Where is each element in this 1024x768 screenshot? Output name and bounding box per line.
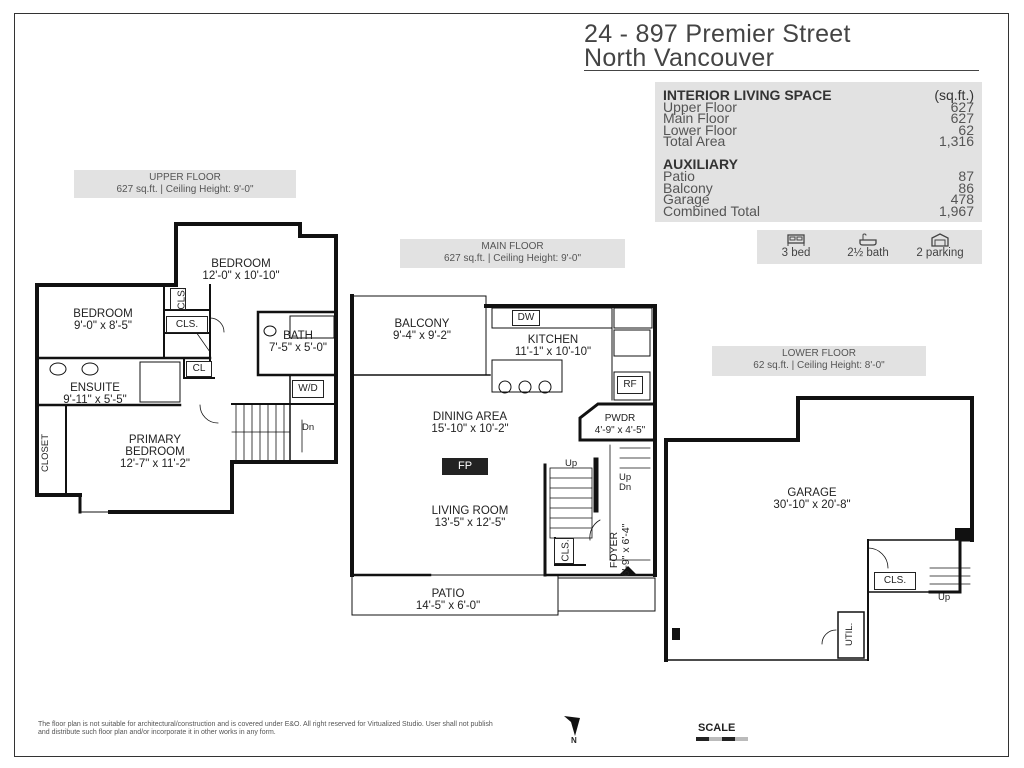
upper-floor-plan: [35, 222, 338, 514]
stairs-up-main-2: Up: [619, 472, 632, 483]
address-line-2: North Vancouver: [584, 44, 775, 72]
utility-room: UTIL.: [844, 622, 855, 646]
fireplace: FP: [442, 458, 488, 475]
stairs-up-main: Up: [565, 458, 578, 469]
disclaimer-text: The floor plan is not suitable for archi…: [38, 721, 493, 736]
closet-lower: CLS.: [874, 572, 916, 590]
address-line-1: 24 - 897 Premier Street: [584, 20, 851, 48]
interior-heading: INTERIOR LIVING SPACE (sq.ft.): [663, 87, 974, 103]
stairs-down-main: Dn: [619, 482, 632, 493]
lower-floor-plan: [664, 396, 974, 662]
north-arrow-icon: [564, 716, 580, 736]
washer-dryer: W/D: [292, 380, 324, 398]
bed-icon: [787, 234, 805, 246]
closet-upper-2: CLS.: [166, 316, 208, 333]
garage-icon: [931, 233, 949, 247]
closet-upper-1: CLS.: [170, 287, 188, 310]
header-divider: [584, 70, 979, 71]
area-summary-panel: INTERIOR LIVING SPACE (sq.ft.) Upper Flo…: [655, 82, 982, 222]
feature-beds: 3 bed: [761, 230, 831, 264]
page-frame: [14, 13, 1009, 757]
features-panel: 3 bed 2½ bath 2 parking: [757, 230, 982, 264]
closet-primary: CLOSET: [40, 433, 51, 472]
feature-baths: 2½ bath: [833, 230, 903, 264]
feature-parking: 2 parking: [905, 230, 975, 264]
dishwasher: DW: [512, 310, 540, 326]
north-label: N: [571, 736, 577, 745]
scale-bar: [696, 737, 748, 741]
closet-upper-3: CL: [186, 361, 212, 377]
bathtub-icon: [859, 233, 877, 246]
closet-main: CLS.: [554, 538, 574, 564]
refrigerator: RF: [617, 376, 643, 394]
scale-label: SCALE: [698, 722, 736, 734]
stairs-up-lower: Up: [938, 592, 951, 603]
main-floor-plan: [350, 294, 657, 616]
auxiliary-heading: AUXILIARY: [663, 156, 738, 172]
stairs-down-upper: Dn: [302, 422, 315, 433]
